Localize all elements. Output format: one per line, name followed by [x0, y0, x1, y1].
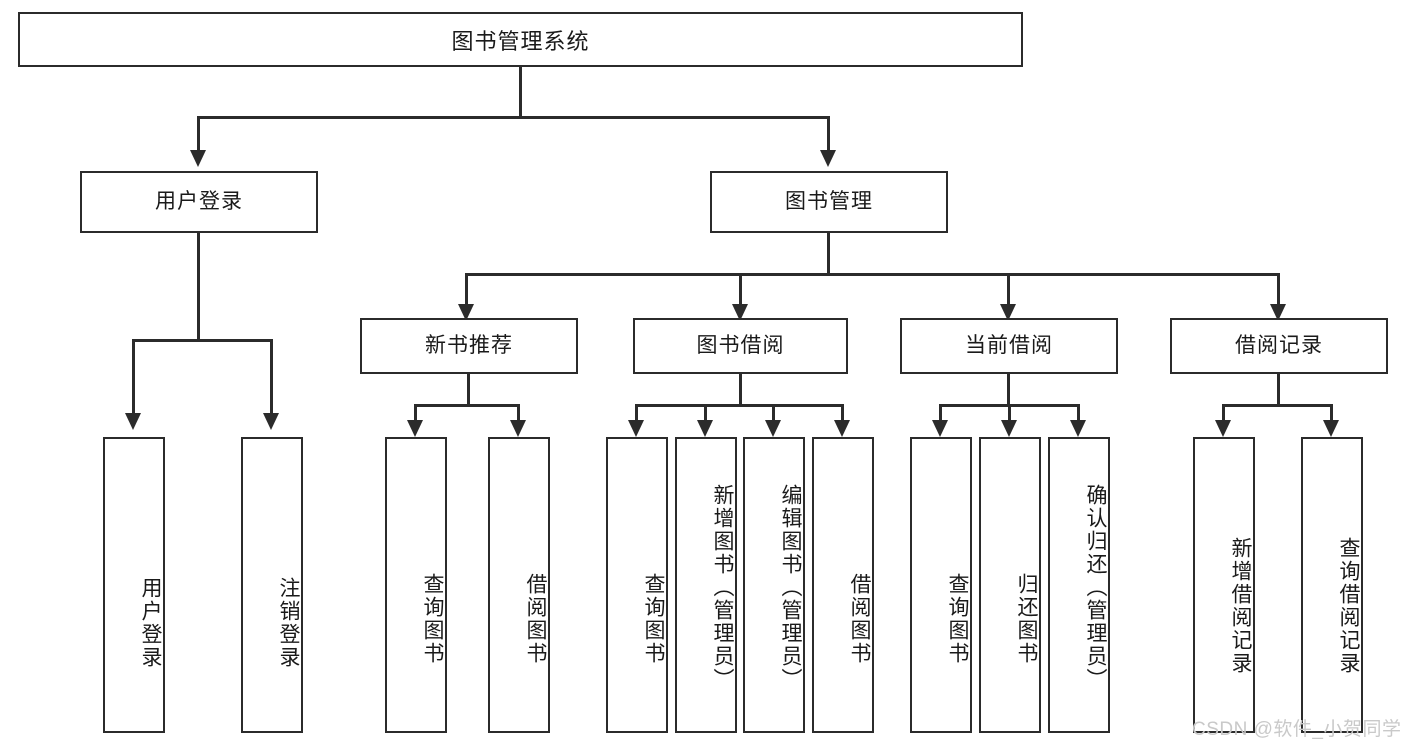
arrowhead-user-login-to-leaf-1: [125, 413, 141, 430]
connector-root-to-user-login: [197, 116, 200, 151]
connector-root-to-book-mgmt: [827, 116, 830, 151]
arrowhead-borrow-record-to-leaf-1: [1215, 420, 1231, 437]
leaf-current-borrow-return[interactable]: 归还图书: [979, 437, 1041, 733]
node-label: 查询图书: [421, 573, 444, 665]
leaf-borrow-record-query[interactable]: 查询借阅记录: [1301, 437, 1363, 733]
leaf-user-login-login[interactable]: 用户登录: [103, 437, 165, 733]
connector-book-borrow-to-leaf-1: [635, 404, 638, 424]
node-label: 当前借阅: [965, 334, 1053, 358]
node-label: 编辑图书（管理员）: [779, 483, 802, 691]
arrowhead-current-borrow-to-leaf-2: [1001, 420, 1017, 437]
arrowhead-root-to-user-login: [190, 150, 206, 167]
node-label: 查询借阅记录: [1337, 537, 1360, 675]
node-root-system[interactable]: 图书管理系统: [18, 12, 1023, 67]
connector-new-book-stem: [467, 374, 470, 406]
connector-book-borrow-to-leaf-4: [841, 404, 844, 424]
leaf-book-borrow-add[interactable]: 新增图书（管理员）: [675, 437, 737, 733]
node-current-borrow[interactable]: 当前借阅: [900, 318, 1118, 374]
connector-book-mgmt-to-l2-2: [739, 273, 742, 305]
node-label: 新增图书（管理员）: [711, 483, 734, 691]
leaf-current-borrow-query[interactable]: 查询图书: [910, 437, 972, 733]
connector-book-borrow-to-leaf-2: [704, 404, 707, 424]
arrowhead-book-borrow-to-leaf-4: [834, 420, 850, 437]
connector-user-login-bus: [133, 339, 273, 342]
node-label: 新增借阅记录: [1229, 537, 1252, 675]
arrowhead-user-login-to-leaf-2: [263, 413, 279, 430]
connector-borrow-record-to-leaf-1: [1222, 404, 1225, 424]
leaf-book-borrow-edit[interactable]: 编辑图书（管理员）: [743, 437, 805, 733]
arrowhead-new-book-to-leaf-1: [407, 420, 423, 437]
connector-borrow-record-to-leaf-2: [1330, 404, 1333, 424]
arrowhead-borrow-record-to-leaf-2: [1323, 420, 1339, 437]
connector-new-book-to-leaf-2: [517, 404, 520, 424]
connector-borrow-record-bus: [1223, 404, 1333, 407]
connector-user-login-to-leaf-1: [132, 339, 135, 414]
arrowhead-book-mgmt-to-l2-1: [458, 304, 474, 321]
leaf-new-book-query[interactable]: 查询图书: [385, 437, 447, 733]
connector-current-borrow-stem: [1007, 374, 1010, 406]
node-label: 借阅记录: [1235, 334, 1323, 358]
node-book-borrow[interactable]: 图书借阅: [633, 318, 848, 374]
connector-root-stem: [519, 66, 522, 118]
arrowhead-book-borrow-to-leaf-3: [765, 420, 781, 437]
leaf-new-book-borrow[interactable]: 借阅图书: [488, 437, 550, 733]
node-label: 新书推荐: [425, 334, 513, 358]
node-label: 图书借阅: [696, 334, 785, 358]
arrowhead-new-book-to-leaf-2: [510, 420, 526, 437]
connector-book-borrow-stem: [739, 374, 742, 406]
connector-book-mgmt-to-l2-4: [1277, 273, 1280, 305]
node-user-login[interactable]: 用户登录: [80, 171, 318, 233]
arrowhead-book-borrow-to-leaf-1: [628, 420, 644, 437]
node-label: 图书管理: [785, 190, 873, 214]
leaf-book-borrow-borrow[interactable]: 借阅图书: [812, 437, 874, 733]
connector-current-borrow-to-leaf-3: [1077, 404, 1080, 424]
node-label: 图书管理系统: [451, 28, 590, 54]
node-label: 查询图书: [946, 573, 969, 665]
node-label: 归还图书: [1015, 573, 1038, 665]
node-label: 用户登录: [155, 190, 243, 214]
leaf-user-login-logout[interactable]: 注销登录: [241, 437, 303, 733]
node-label: 用户登录: [139, 577, 162, 669]
connector-book-borrow-bus: [636, 404, 844, 407]
watermark-text: CSDN @软件_小贺同学: [1192, 719, 1402, 740]
node-label: 借阅图书: [848, 573, 871, 665]
arrowhead-book-borrow-to-leaf-2: [697, 420, 713, 437]
connector-current-borrow-to-leaf-1: [939, 404, 942, 424]
node-label: 确认归还（管理员）: [1084, 483, 1107, 691]
connector-book-borrow-to-leaf-3: [772, 404, 775, 424]
arrowhead-current-borrow-to-leaf-1: [932, 420, 948, 437]
arrowhead-book-mgmt-to-l2-3: [1000, 304, 1016, 321]
connector-book-mgmt-to-l2-1: [465, 273, 468, 305]
connector-current-borrow-to-leaf-2: [1008, 404, 1011, 424]
node-label: 注销登录: [277, 577, 300, 669]
node-book-management[interactable]: 图书管理: [710, 171, 948, 233]
connector-borrow-record-stem: [1277, 374, 1280, 406]
node-borrow-record[interactable]: 借阅记录: [1170, 318, 1388, 374]
connector-new-book-to-leaf-1: [414, 404, 417, 424]
arrowhead-root-to-book-mgmt: [820, 150, 836, 167]
connector-book-mgmt-bus: [466, 273, 1280, 276]
connector-new-book-bus: [415, 404, 520, 407]
connector-book-mgmt-stem: [827, 233, 830, 275]
node-new-book-recommend[interactable]: 新书推荐: [360, 318, 578, 374]
leaf-current-borrow-confirm[interactable]: 确认归还（管理员）: [1048, 437, 1110, 733]
connector-user-login-stem: [197, 233, 200, 341]
leaf-borrow-record-add[interactable]: 新增借阅记录: [1193, 437, 1255, 733]
leaf-book-borrow-query[interactable]: 查询图书: [606, 437, 668, 733]
node-label: 查询图书: [642, 573, 665, 665]
arrowhead-book-mgmt-to-l2-2: [732, 304, 748, 321]
arrowhead-book-mgmt-to-l2-4: [1270, 304, 1286, 321]
connector-book-mgmt-to-l2-3: [1007, 273, 1010, 305]
node-label: 借阅图书: [524, 573, 547, 665]
connector-root-bus: [198, 116, 830, 119]
connector-user-login-to-leaf-2: [270, 339, 273, 414]
arrowhead-current-borrow-to-leaf-3: [1070, 420, 1086, 437]
